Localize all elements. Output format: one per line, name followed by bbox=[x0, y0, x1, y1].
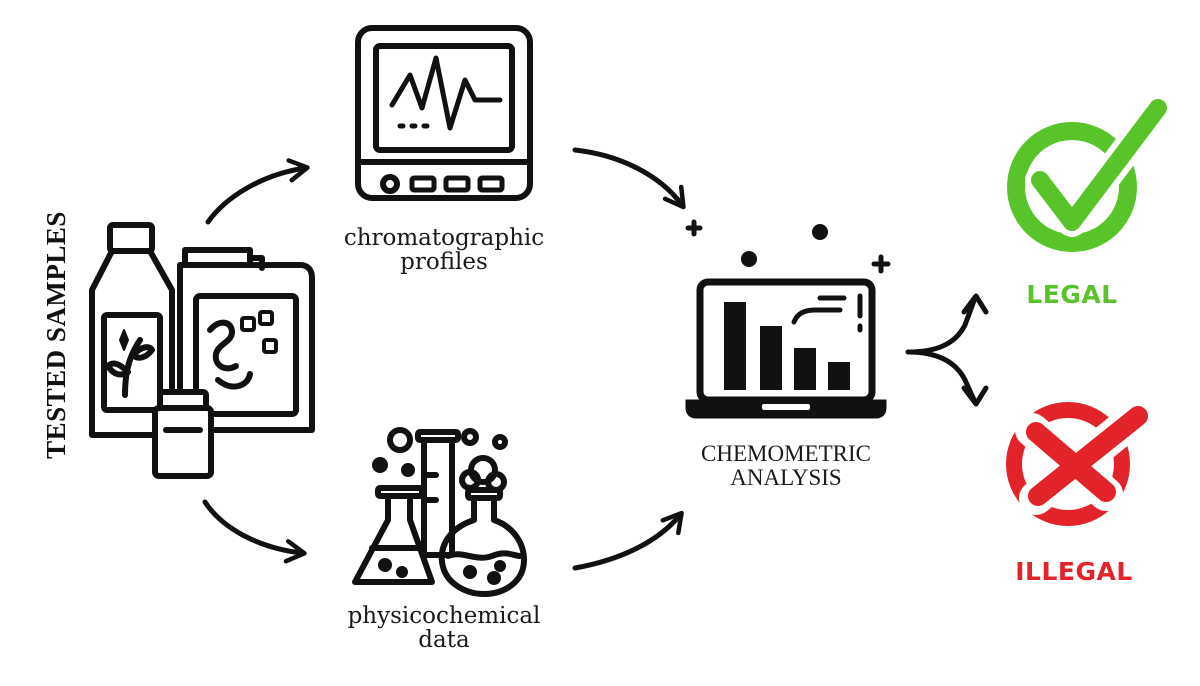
legal-label: LEGAL bbox=[1026, 280, 1118, 309]
checkmark-circle-icon bbox=[1007, 93, 1173, 252]
arrow-physicochemical-to-analysis bbox=[572, 510, 684, 571]
samples-icon bbox=[89, 222, 315, 479]
physicochemical-line-1: physicochemical bbox=[347, 603, 541, 629]
chromatographic-profiles-label: chromatographic profiles bbox=[324, 226, 564, 274]
x-circle-icon bbox=[1006, 397, 1157, 526]
arrow-samples-to-physicochemical bbox=[202, 499, 307, 564]
chemometric-analysis-label: CHEMOMETRIC ANALYSIS bbox=[666, 441, 906, 491]
arrow-analysis-split bbox=[905, 295, 978, 405]
flow-arrows bbox=[202, 147, 989, 571]
chromatographic-line-2: profiles bbox=[400, 249, 488, 276]
chromatograph-monitor-icon bbox=[355, 25, 533, 201]
physicochemical-data-label: physicochemical data bbox=[316, 604, 572, 652]
chemometric-line-2: ANALYSIS bbox=[730, 465, 842, 491]
chromatographic-line-1: chromatographic bbox=[343, 225, 545, 251]
laptop-bar-chart-icon bbox=[685, 219, 891, 419]
chemometric-line-1: CHEMOMETRIC bbox=[701, 441, 871, 466]
arrow-samples-to-chromatographic bbox=[205, 158, 310, 225]
illegal-label: ILLEGAL bbox=[1015, 557, 1133, 586]
physicochemical-line-2: data bbox=[418, 627, 470, 654]
laboratory-flasks-icon bbox=[352, 427, 527, 597]
arrow-chromatographic-to-analysis bbox=[572, 147, 686, 210]
tested-samples-label: TESTED SAMPLES bbox=[41, 211, 71, 459]
